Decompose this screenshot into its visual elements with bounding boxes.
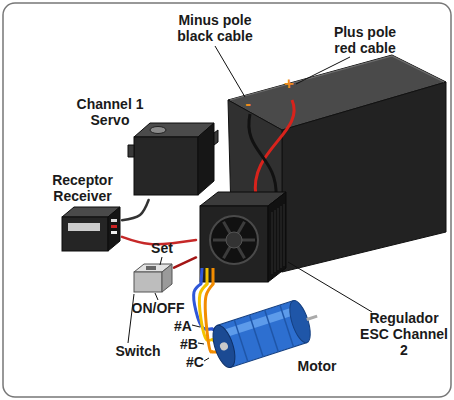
servo-graphic [128,115,218,200]
leader-line [204,358,209,361]
polarity-mark: - [242,96,254,112]
wire-connector [122,237,196,244]
wire-stub [206,268,209,284]
leader-line [215,46,245,97]
part-name: Motor [292,358,342,374]
esc-front [200,206,268,282]
switch-side [162,264,172,292]
receiver-sticker [68,223,100,231]
esc-graphic [196,188,288,284]
wire-stub [201,268,202,284]
wire-connector [174,257,196,267]
wire-label: #A [172,318,194,334]
wire-connector [205,284,213,352]
part-name: Receptor Receiver [40,172,125,204]
receiver-graphic [60,205,122,253]
motor-groove [234,320,248,362]
leader-line [155,293,158,300]
motor-end [286,298,315,345]
part-name: Switch [112,343,164,359]
servo-front [134,137,198,195]
servo-part: Channel 1 Servo [128,115,218,200]
wire-label: #B [178,336,200,352]
leader-line [128,294,134,343]
motor-shaft [307,316,317,319]
servo-tab [214,130,218,145]
servo-tab [128,145,134,157]
servo-horn [150,127,166,134]
motor-groove [265,310,279,352]
esc-fin [284,204,285,266]
switcher-graphic [130,262,174,294]
cable-label: Plus pole red cable [325,24,405,56]
part-name: Channel 1 Servo [70,96,150,128]
switch-label: Set [148,240,176,256]
leader-line [160,257,162,265]
switch-slider [146,266,156,270]
switch-part: Switch [130,262,174,294]
motor-groove [249,315,263,357]
part-name: Regulador ESC Channel 2 [358,310,450,358]
servo-side [198,123,214,195]
receiver-pin [111,231,117,234]
esc-fan [210,216,258,264]
leader-line [288,262,372,312]
leader-line [296,57,350,84]
motor-cap [209,323,240,370]
leader-line [192,325,200,327]
battery-edge [230,56,444,100]
receiver-side [108,207,120,251]
esc-fin [272,212,273,274]
switch-front [134,272,162,292]
switch-label: ON/OFF [128,300,188,316]
black-cable [249,114,276,196]
receiver-pin [111,219,117,222]
motor-part: Motor [212,288,322,380]
esc-fin [278,208,279,270]
polarity-mark: + [282,76,296,92]
wire-label: #C [184,354,206,370]
receiver-part: Receptor Receiver [60,205,122,253]
wire-stub [212,268,215,284]
cable-label: Minus pole black cable [160,12,270,44]
esc-part: Regulador ESC Channel 2 [196,188,288,284]
battery-front [282,82,446,272]
esc-fin [275,210,276,272]
receiver-front [62,217,108,251]
wire-connector [122,200,149,220]
leader-line [198,343,204,344]
fan-hub [226,232,242,248]
receiver-pin [111,225,117,228]
motor-bearing [219,341,229,351]
esc-fin [281,206,282,268]
frame [3,3,451,397]
esc-side [268,192,286,282]
